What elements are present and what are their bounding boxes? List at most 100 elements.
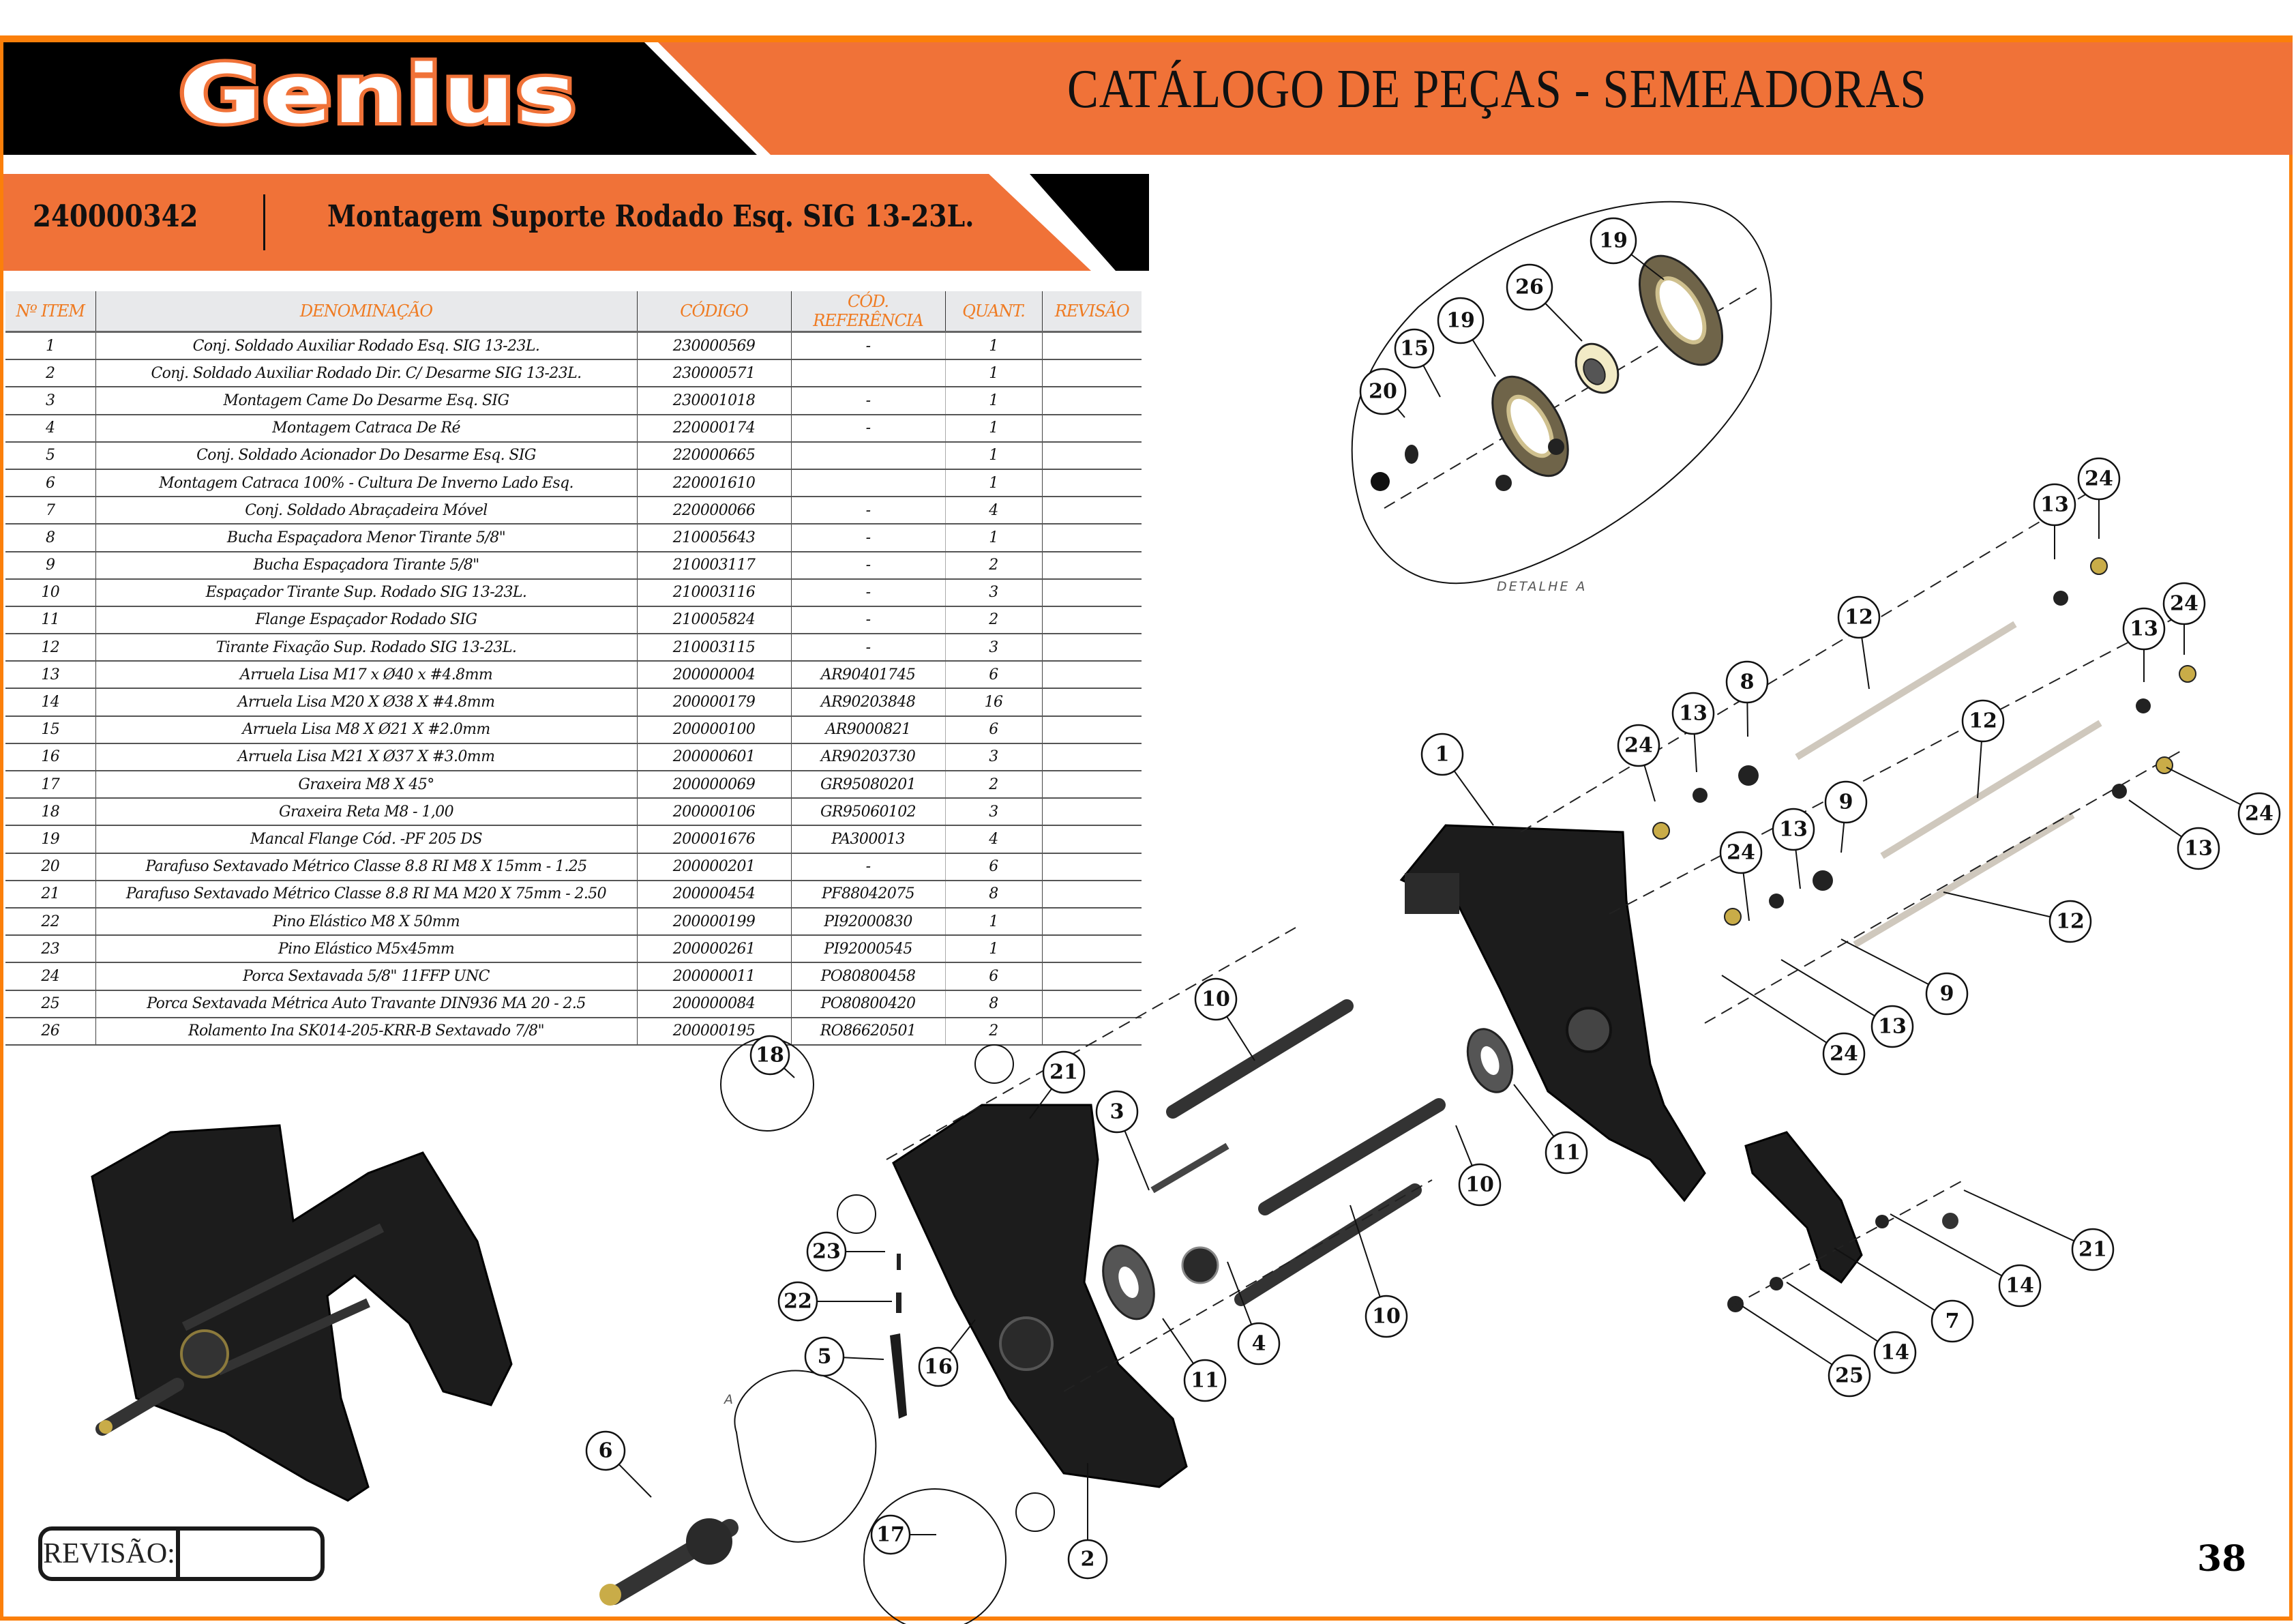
callout-bubble[interactable] (918, 1346, 959, 1387)
callout-bubble[interactable] (1042, 1050, 1086, 1094)
callout-bubble[interactable] (1067, 1539, 1108, 1580)
callout-bubble[interactable] (1772, 808, 1815, 851)
callout-item-19[interactable]: 19 (1437, 297, 1496, 377)
callout-bubble[interactable] (1998, 1264, 2042, 1308)
callout-bubble[interactable] (1183, 1359, 1227, 1402)
callout-item-26[interactable]: 26 (1506, 263, 1583, 342)
callout-item-14[interactable]: 14 (1786, 1282, 1917, 1374)
parts-table-header: Nº ITEM DENOMINAÇÃO CÓDIGO CÓD. REFERÊNC… (5, 291, 1142, 333)
callout-bubble[interactable] (777, 1281, 818, 1322)
cell-revision (1042, 414, 1142, 443)
callout-item-16[interactable]: 16 (918, 1319, 976, 1387)
callout-item-15[interactable]: 15 (1394, 328, 1441, 398)
callout-item-19[interactable]: 19 (1590, 217, 1665, 280)
callout-bubble[interactable] (806, 1231, 847, 1272)
callout-item-25[interactable]: 25 (1742, 1305, 1871, 1398)
callout-item-14[interactable]: 14 (1890, 1213, 2042, 1308)
callout-bubble[interactable] (1837, 595, 1881, 639)
callout-bubble[interactable] (1671, 692, 1715, 735)
callout-item-13[interactable]: 13 (2122, 607, 2166, 682)
callout-item-24[interactable]: 24 (1719, 831, 1763, 921)
callout-bubble[interactable] (1930, 1299, 1974, 1343)
cell-qty: 4 (945, 497, 1043, 525)
callout-item-2[interactable]: 2 (1067, 1463, 1108, 1580)
callout-bubble[interactable] (2071, 1228, 2115, 1271)
callout-item-13[interactable]: 13 (1671, 692, 1715, 773)
callout-item-9[interactable]: 9 (1824, 780, 1868, 853)
leader-line (1746, 702, 1748, 737)
callout-number: 24 (2170, 592, 2198, 616)
callout-item-21[interactable]: 21 (1963, 1190, 2115, 1271)
callout-bubble[interactable] (1822, 1032, 1866, 1076)
callout-item-24[interactable]: 24 (1617, 724, 1660, 802)
callout-item-4[interactable]: 4 (1227, 1261, 1281, 1365)
callout-bubble[interactable] (1545, 1131, 1588, 1175)
callout-bubble[interactable] (1458, 1163, 1502, 1207)
callout-item-11[interactable]: 11 (1513, 1084, 1588, 1175)
callout-bubble[interactable] (1824, 780, 1868, 824)
callout-bubble[interactable] (1925, 972, 1969, 1016)
callout-bubble[interactable] (1237, 1322, 1281, 1365)
callout-item-12[interactable]: 12 (1943, 891, 2092, 943)
callout-item-23[interactable]: 23 (806, 1231, 885, 1272)
callout-item-6[interactable]: 6 (585, 1430, 652, 1498)
callout-bubble[interactable] (1194, 977, 1238, 1021)
callout-item-3[interactable]: 3 (1095, 1090, 1150, 1191)
callout-bubble[interactable] (1394, 328, 1435, 369)
callout-bubble[interactable] (1359, 368, 1407, 415)
callout-item-21[interactable]: 21 (1029, 1050, 1086, 1119)
callout-item-13[interactable]: 13 (1780, 959, 1914, 1048)
callout-item-24[interactable]: 24 (1721, 975, 1866, 1076)
callout-item-22[interactable]: 22 (777, 1281, 892, 1322)
callout-item-13[interactable]: 13 (2128, 799, 2220, 870)
callout-item-12[interactable]: 12 (1961, 699, 2005, 799)
callout-item-12[interactable]: 12 (1837, 595, 1881, 690)
callout-item-24[interactable]: 24 (2077, 457, 2121, 539)
callout-bubble[interactable] (804, 1336, 845, 1377)
callout-bubble[interactable] (2177, 827, 2220, 870)
callout-bubble[interactable] (1506, 263, 1553, 311)
callout-item-10[interactable]: 10 (1194, 977, 1255, 1061)
callout-bubble[interactable] (1365, 1295, 1408, 1338)
callout-item-13[interactable]: 13 (2033, 483, 2076, 559)
callout-item-17[interactable]: 17 (870, 1514, 936, 1555)
callout-item-11[interactable]: 11 (1162, 1318, 1227, 1402)
callout-bubble[interactable] (1617, 724, 1660, 767)
callout-item-5[interactable]: 5 (804, 1336, 884, 1377)
callout-bubble[interactable] (1725, 660, 1769, 704)
callout-bubble[interactable] (2237, 792, 2281, 836)
revision-value[interactable] (180, 1531, 320, 1577)
callout-item-20[interactable]: 20 (1359, 368, 1407, 418)
callout-bubble[interactable] (1719, 831, 1763, 874)
callout-bubble[interactable] (2122, 607, 2166, 651)
callout-bubble[interactable] (1590, 217, 1637, 265)
callout-bubble[interactable] (870, 1514, 911, 1555)
callout-bubble[interactable] (1828, 1354, 1871, 1398)
callout-item-13[interactable]: 13 (1772, 808, 1815, 889)
callout-bubble[interactable] (1095, 1090, 1139, 1134)
callout-bubble[interactable] (585, 1430, 626, 1471)
callout-bubble[interactable] (1420, 733, 1464, 776)
callout-item-10[interactable]: 10 (1455, 1125, 1502, 1207)
callout-bubble[interactable] (2077, 457, 2121, 501)
cell-item: 16 (5, 743, 96, 772)
callout-bubble[interactable] (2033, 483, 2076, 527)
callout-item-7[interactable]: 7 (1834, 1247, 1974, 1343)
callout-bubble[interactable] (2162, 582, 2206, 625)
callout-item-9[interactable]: 9 (1840, 939, 1969, 1016)
callout-item-18[interactable]: 18 (749, 1035, 795, 1078)
callout-bubble[interactable] (749, 1035, 790, 1076)
callout-bubble[interactable] (1870, 1005, 1914, 1048)
callout-item-24[interactable]: 24 (2162, 582, 2206, 655)
cell-ref: - (791, 387, 946, 415)
callout-item-24[interactable]: 24 (2166, 767, 2281, 836)
callout-bubble[interactable] (1437, 297, 1485, 344)
callout-item-1[interactable]: 1 (1420, 733, 1494, 826)
callout-bubble[interactable] (1961, 699, 2005, 743)
callout-bubble[interactable] (1873, 1331, 1917, 1374)
callout-item-8[interactable]: 8 (1725, 660, 1769, 737)
callout-bubble[interactable] (2048, 900, 2092, 943)
callout-item-10[interactable]: 10 (1350, 1205, 1408, 1338)
cell-code: 230001018 (637, 387, 792, 415)
